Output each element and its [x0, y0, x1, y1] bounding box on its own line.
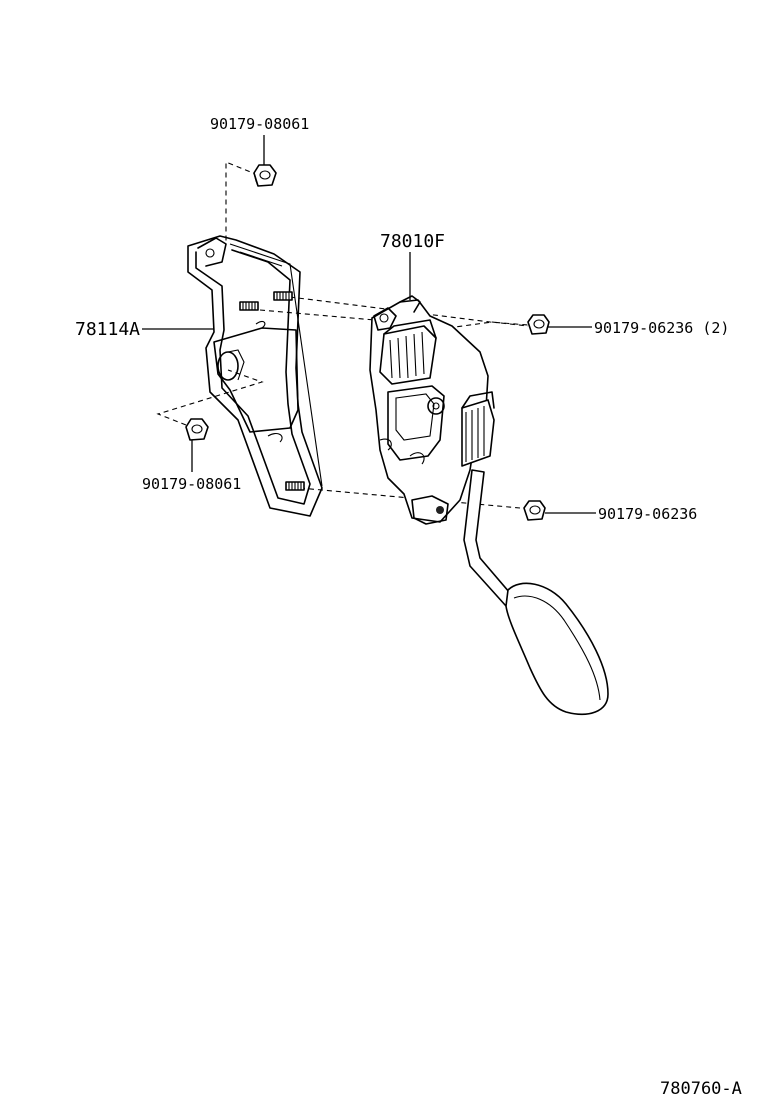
- label-bracket: 78114A: [75, 319, 140, 340]
- label-nut-right-bottom: 90179-06236: [598, 505, 697, 523]
- label-nut-right-top: 90179-06236 (2): [594, 319, 729, 337]
- nut-top-icon: [253, 164, 277, 187]
- label-nut-top: 90179-08061: [210, 115, 309, 133]
- label-sensor-assy: 78010F: [380, 231, 445, 252]
- bracket-part: [187, 235, 323, 517]
- leader-lines: [142, 135, 596, 514]
- stud-bottom: [285, 481, 305, 491]
- label-nut-left-bottom: 90179-08061: [142, 475, 241, 493]
- stud-top-left: [239, 301, 259, 311]
- reference-code: 780760-A: [660, 1079, 742, 1099]
- nut-right-bottom-icon: [523, 500, 546, 521]
- stud-top-right: [273, 291, 293, 301]
- nut-left-bottom-icon: [185, 418, 209, 441]
- nut-right-top-icon: [527, 314, 550, 335]
- pedal-sensor-assembly: [369, 295, 609, 716]
